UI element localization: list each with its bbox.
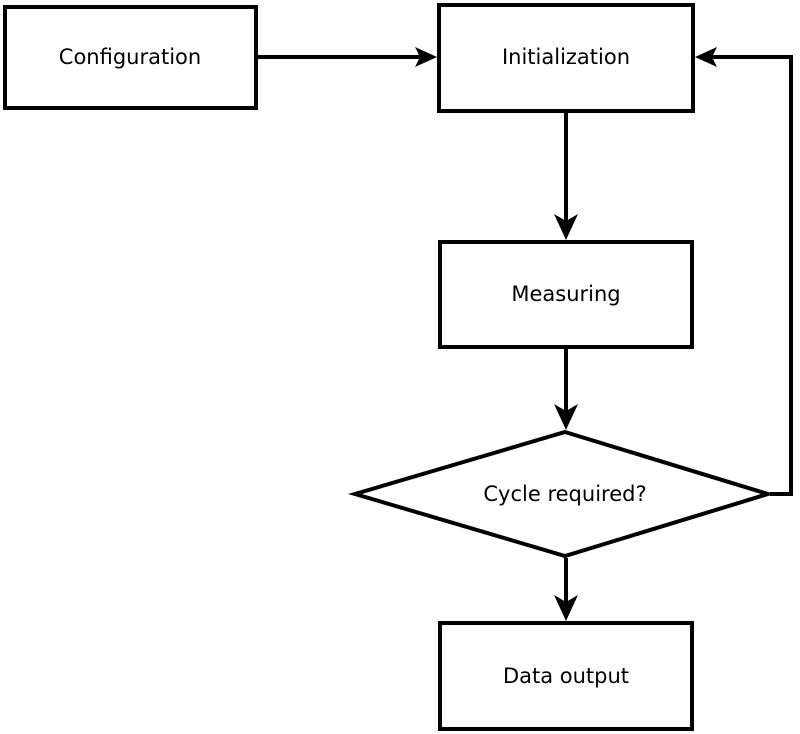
arrowhead-down-into-measuring xyxy=(554,214,578,240)
cycle-required-diamond[interactable] xyxy=(347,429,775,559)
node-configuration[interactable]: Configuration xyxy=(3,5,258,110)
node-initialization[interactable]: Initialization xyxy=(437,3,695,113)
measuring-box[interactable] xyxy=(438,240,694,349)
configuration-label: Configuration xyxy=(59,45,201,69)
measuring-label: Measuring xyxy=(511,282,620,306)
edge-configuration-to-initialization xyxy=(258,47,437,67)
edge-cycle-required-to-initialization-feedback xyxy=(695,47,793,496)
data-output-label: Data output xyxy=(503,664,629,688)
node-cycle-required[interactable]: Cycle required? xyxy=(347,429,775,559)
arrowhead-right-into-initialization xyxy=(415,47,437,67)
cycle-required-label: Cycle required? xyxy=(483,482,646,506)
edge-measuring-to-cycle-required xyxy=(554,349,578,430)
edge-cycle-required-to-data-output xyxy=(554,558,578,621)
initialization-label: Initialization xyxy=(502,45,630,69)
arrowhead-down-into-data-output xyxy=(554,595,578,621)
node-measuring[interactable]: Measuring xyxy=(438,240,694,349)
edge-initialization-to-measuring xyxy=(554,113,578,240)
initialization-box[interactable] xyxy=(437,3,695,113)
configuration-box[interactable] xyxy=(3,5,258,110)
edge-line-feedback-loop xyxy=(701,55,793,496)
node-data-output[interactable]: Data output xyxy=(438,621,694,731)
arrowhead-down-into-cycle-required xyxy=(554,404,578,430)
data-output-box[interactable] xyxy=(438,621,694,731)
arrowhead-left-into-initialization xyxy=(695,47,717,67)
